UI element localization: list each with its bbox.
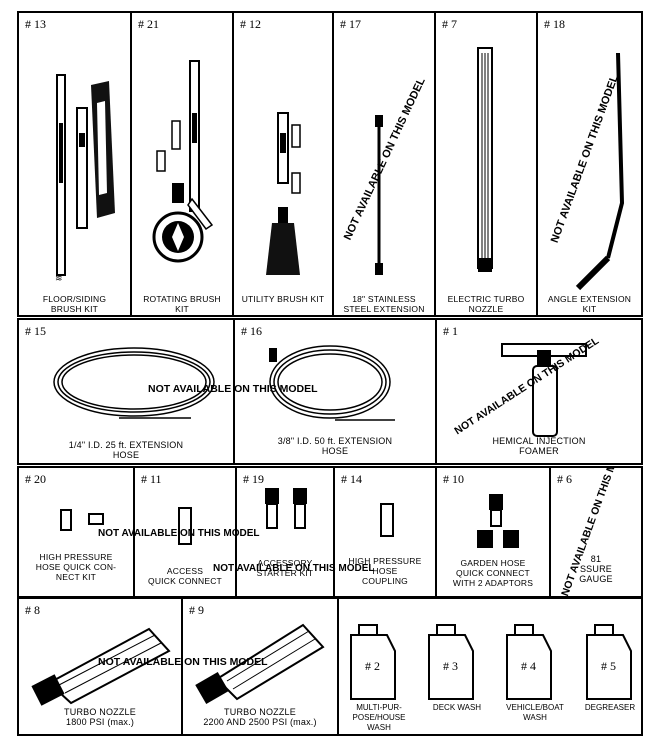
part-number: # 1 xyxy=(443,324,458,338)
bottle-caption: DEGREASER xyxy=(584,703,636,712)
part-cleaning-solutions: # 2 # 3 # 4 # 5 MULTI-PUR- POSE/HOUSE WA… xyxy=(337,597,643,736)
bottle-number: # 4 xyxy=(521,659,536,673)
part-caption: ANGLE EXTENSION KIT xyxy=(547,294,632,314)
bottle-icon xyxy=(350,624,396,700)
bottle-caption: VEHICLE/BOAT WASH xyxy=(506,703,564,722)
turbo-nozzle-wand-illustration xyxy=(477,47,493,272)
part-caption: HIGH PRESSURE HOSE COUPLING xyxy=(348,556,422,586)
part-caption: 3/8" I.D. 50 ft. EXTENSION HOSE xyxy=(277,436,393,456)
bottle-caption: MULTI-PUR- POSE/HOUSE WASH xyxy=(352,703,406,732)
hose-coil-illustration xyxy=(269,345,395,421)
part-number: # 10 xyxy=(443,472,464,486)
utility-brush-illustration xyxy=(266,112,301,275)
part-garden-hose-quick-connect: # 10 GARDEN HOSE QUICK CONNECT WITH 2 AD… xyxy=(435,466,551,598)
part-caption: HEMICAL INJECTION FOAMER xyxy=(492,436,586,456)
part-number: # 11 xyxy=(141,472,162,486)
part-caption: TURBO NOZZLE 1800 PSI (max.) xyxy=(64,707,136,727)
part-chemical-injection-foamer: # 1 NOT AVAILABLE ON THIS MODEL HEMICAL … xyxy=(435,318,643,465)
part-rotating-brush-kit: # 21 ROTATING BRUSH KIT xyxy=(130,11,234,317)
not-available-banner: NOT AVAILABLE ON THIS MODEL xyxy=(213,563,375,574)
part-high-pressure-hose-coupling: # 14 HIGH PRESSURE HOSE COUPLING xyxy=(333,466,437,598)
bottle-icon xyxy=(428,624,474,700)
part-number: # 14 xyxy=(341,472,362,486)
garden-hose-adaptor-illustration xyxy=(477,494,519,548)
part-number: # 9 xyxy=(189,603,204,617)
top-edge xyxy=(0,0,656,6)
part-pressure-gauge: # 6 NOT AVAILABLE ON THIS MODEL 81 SSURE… xyxy=(549,466,643,598)
part-stainless-steel-extension: # 17 NOT AVAILABLE ON THIS MODEL 18" STA… xyxy=(332,11,436,317)
part-electric-turbo-nozzle: # 7 ELECTRIC TURBO NOZZLE xyxy=(434,11,538,317)
bottle-number: # 3 xyxy=(443,659,458,673)
part-floor-siding-brush-kit: # 13 ≋ FLOOR/SIDING BRUSH KIT xyxy=(17,11,132,317)
part-hose-quick-connect-kit: # 20 HIGH PRESSURE HOSE QUICK CON- NECT … xyxy=(17,466,135,598)
bottle-icon xyxy=(506,624,552,700)
part-number: # 6 xyxy=(557,472,572,486)
part-caption: ROTATING BRUSH KIT xyxy=(143,294,221,314)
part-angle-extension-kit: # 18 NOT AVAILABLE ON THIS MODEL ANGLE E… xyxy=(536,11,643,317)
part-extension-hose-25ft: # 15 1/4" I.D. 25 ft. EXTENSION HOSE xyxy=(17,318,235,465)
quick-connect-illustration xyxy=(178,507,192,545)
part-turbo-nozzle-2200-2500: # 9 TURBO NOZZLE 2200 AND 2500 PSI (max.… xyxy=(181,597,339,736)
part-number: # 13 xyxy=(25,17,46,31)
part-accessory-starter-kit: # 19 ACCESSORY STARTER KIT xyxy=(235,466,335,598)
part-number: # 21 xyxy=(138,17,159,31)
bottle-number: # 5 xyxy=(601,659,616,673)
part-number: # 17 xyxy=(340,17,361,31)
part-caption: HIGH PRESSURE HOSE QUICK CON- NECT KIT xyxy=(35,552,117,582)
part-extension-hose-50ft: # 16 3/8" I.D. 50 ft. EXTENSION HOSE xyxy=(233,318,437,465)
part-number: # 20 xyxy=(25,472,46,486)
part-number: # 16 xyxy=(241,324,262,338)
part-caption: GARDEN HOSE QUICK CONNECT WITH 2 ADAPTOR… xyxy=(452,558,534,588)
part-caption: ACCESS QUICK CONNECT xyxy=(148,566,222,586)
bottle-caption: DECK WASH xyxy=(432,703,482,712)
turbo-nozzle-illustration xyxy=(31,627,171,706)
part-number: # 12 xyxy=(240,17,261,31)
part-caption: 81 SSURE GAUGE xyxy=(579,554,613,584)
rotating-brush-illustration xyxy=(152,60,214,263)
part-caption: ACCESSORY STARTER KIT xyxy=(256,558,314,578)
part-accessory-quick-connect: # 11 ACCESS QUICK CONNECT xyxy=(133,466,237,598)
extension-wand-illustration xyxy=(375,115,383,275)
part-number: # 7 xyxy=(442,17,457,31)
angle-extension-illustration xyxy=(575,52,625,291)
part-turbo-nozzle-1800: # 8 TURBO NOZZLE 1800 PSI (max.) xyxy=(17,597,183,736)
part-number: # 8 xyxy=(25,603,40,617)
turbo-nozzle-illustration xyxy=(195,623,325,705)
not-available-banner: NOT AVAILABLE ON THIS MODEL xyxy=(98,656,268,668)
foamer-illustration xyxy=(501,343,587,437)
detergent-bottles-illustration xyxy=(350,624,632,700)
hose-coil-illustration xyxy=(53,347,215,419)
part-caption: ELECTRIC TURBO NOZZLE xyxy=(447,294,525,314)
part-number: # 19 xyxy=(243,472,264,486)
coupling-illustration xyxy=(380,503,394,537)
floor-brush-illustration: ≋ xyxy=(55,74,115,283)
svg-text:≋: ≋ xyxy=(55,273,63,283)
part-caption: 18" STAINLESS STEEL EXTENSION xyxy=(343,294,425,314)
not-available-banner: NOT AVAILABLE ON THIS MODEL xyxy=(148,383,318,395)
part-number: # 18 xyxy=(544,17,565,31)
quick-connect-illustration xyxy=(60,509,104,531)
part-number: # 15 xyxy=(25,324,46,338)
part-caption: UTILITY BRUSH KIT xyxy=(241,294,325,304)
part-caption: FLOOR/SIDING BRUSH KIT xyxy=(42,294,107,314)
starter-kit-illustration xyxy=(265,488,307,529)
part-caption: TURBO NOZZLE 2200 AND 2500 PSI (max.) xyxy=(203,707,317,727)
part-utility-brush-kit: # 12 UTILITY BRUSH KIT xyxy=(232,11,334,317)
bottle-icon xyxy=(586,624,632,700)
not-available-banner: NOT AVAILABLE ON THIS MODEL xyxy=(98,528,260,539)
bottle-number: # 2 xyxy=(365,659,380,673)
part-caption: 1/4" I.D. 25 ft. EXTENSION HOSE xyxy=(68,440,184,460)
